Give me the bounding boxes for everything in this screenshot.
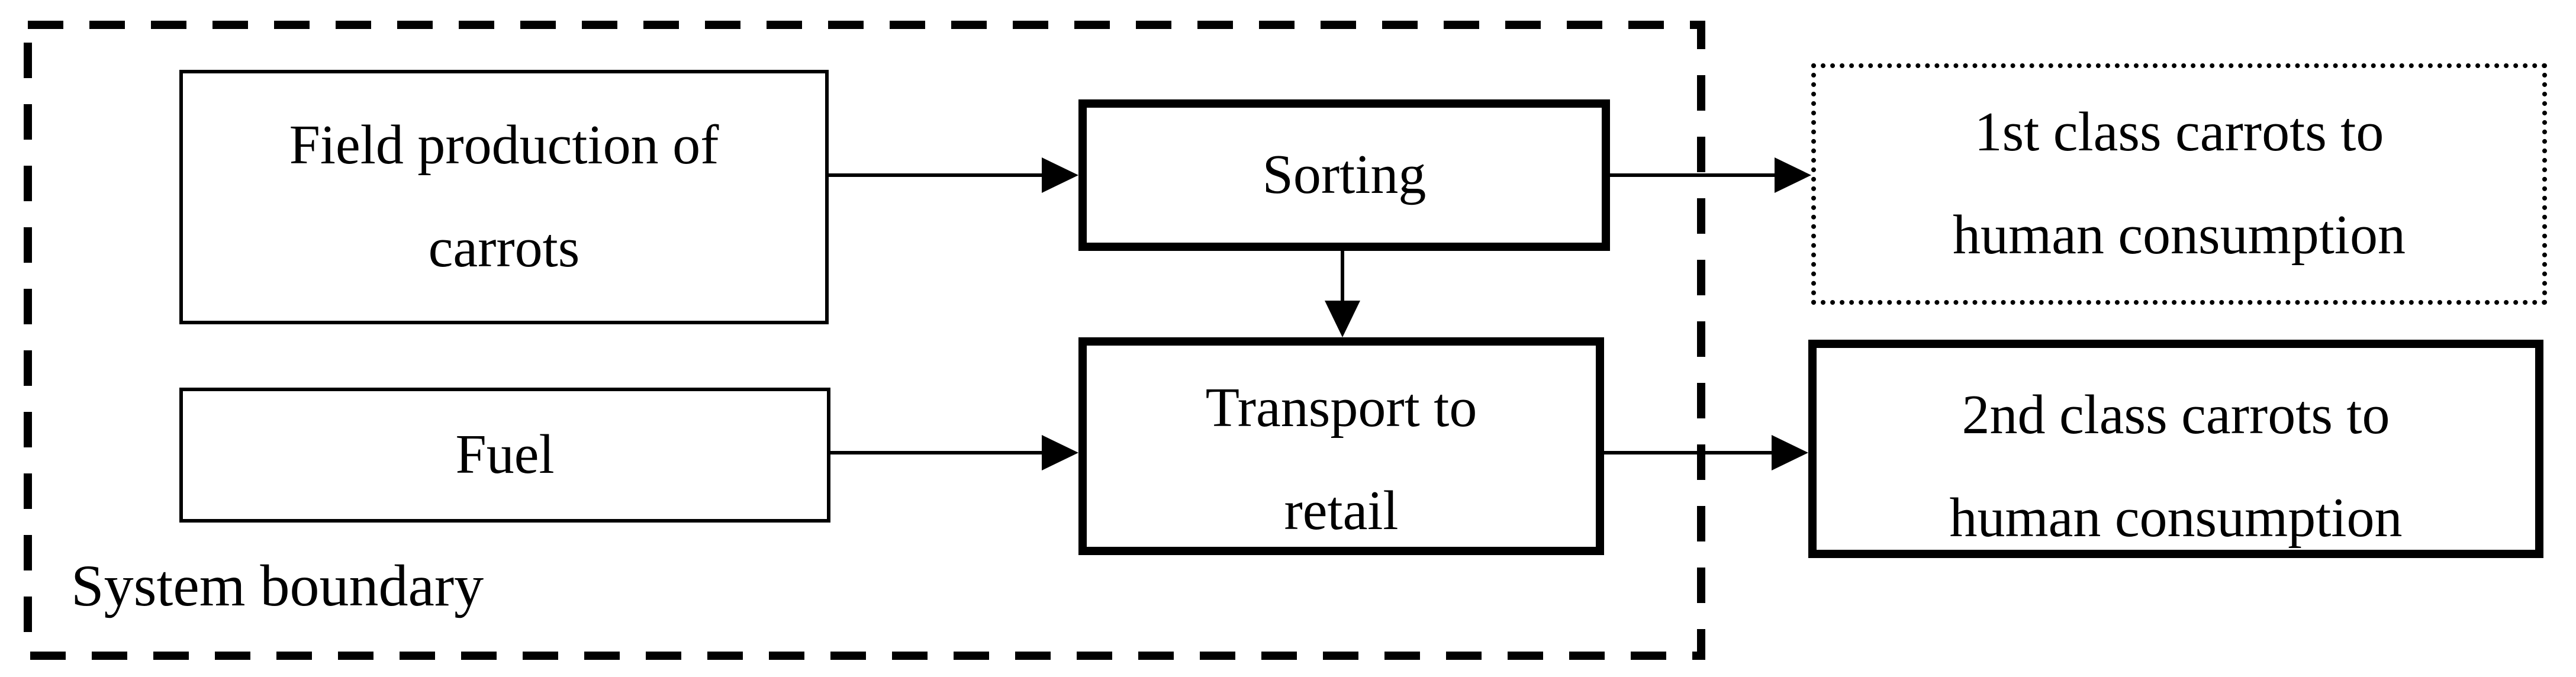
- node-label-line: retail: [1284, 479, 1399, 541]
- node-label-line: Transport to: [1205, 376, 1477, 439]
- arrow-transport-to-second-class: [1604, 435, 1808, 470]
- node-label-line: 2nd class carrots to: [1962, 383, 2390, 446]
- node-label-line: human consumption: [1953, 204, 2406, 266]
- arrow-sorting-to-transport: [1325, 251, 1360, 337]
- node-label-line: Sorting: [1262, 144, 1427, 206]
- node-label-line: Field production of: [289, 114, 719, 176]
- node-label-line: human consumption: [1949, 486, 2403, 549]
- node-field-production: Field production of carrots: [179, 70, 829, 324]
- node-second-class-output: 2nd class carrots to human consumption: [1808, 340, 2543, 558]
- node-sorting: Sorting: [1078, 99, 1610, 251]
- node-label-line: carrots: [428, 217, 580, 279]
- system-boundary-outline: [24, 21, 1705, 660]
- node-label-line: Fuel: [455, 424, 555, 486]
- node-transport-to-retail: Transport to retail: [1078, 337, 1604, 555]
- arrow-field-to-sorting: [829, 157, 1078, 193]
- arrow-sorting-to-first-class: [1610, 157, 1811, 193]
- arrow-fuel-to-transport: [830, 435, 1078, 470]
- node-label-line: 1st class carrots to: [1974, 101, 2384, 163]
- system-boundary-label: System boundary: [71, 553, 484, 618]
- node-fuel: Fuel: [179, 388, 830, 523]
- node-first-class-output: 1st class carrots to human consumption: [1811, 63, 2547, 305]
